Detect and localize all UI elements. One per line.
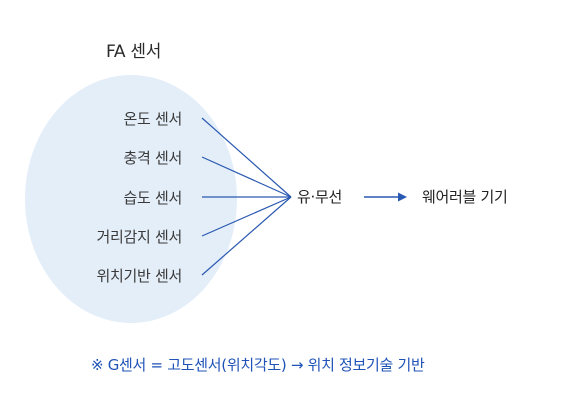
sensor-group-ellipse [25, 75, 237, 323]
hub-label: 유·무선 [297, 188, 342, 206]
sensor-label-humidity: 습도 센서 [123, 189, 183, 207]
sensor-label-position: 위치기반 센서 [96, 267, 183, 285]
sensor-label-distance: 거리감지 센서 [96, 228, 183, 246]
sensor-label-temperature: 온도 센서 [123, 110, 183, 128]
connector-line-1 [201, 117, 292, 198]
target-label: 웨어러블 기기 [422, 188, 508, 206]
footnote: ※ G센서 = 고도센서(위치각도) → 위치 정보기술 기반 [91, 356, 425, 374]
connector-line-4 [201, 196, 292, 237]
arrow-head [398, 192, 407, 202]
connector-line-2 [201, 156, 292, 198]
connector-line-5 [201, 196, 292, 276]
group-title: FA 센서 [106, 42, 162, 62]
sensor-label-shock: 충격 센서 [123, 149, 183, 167]
